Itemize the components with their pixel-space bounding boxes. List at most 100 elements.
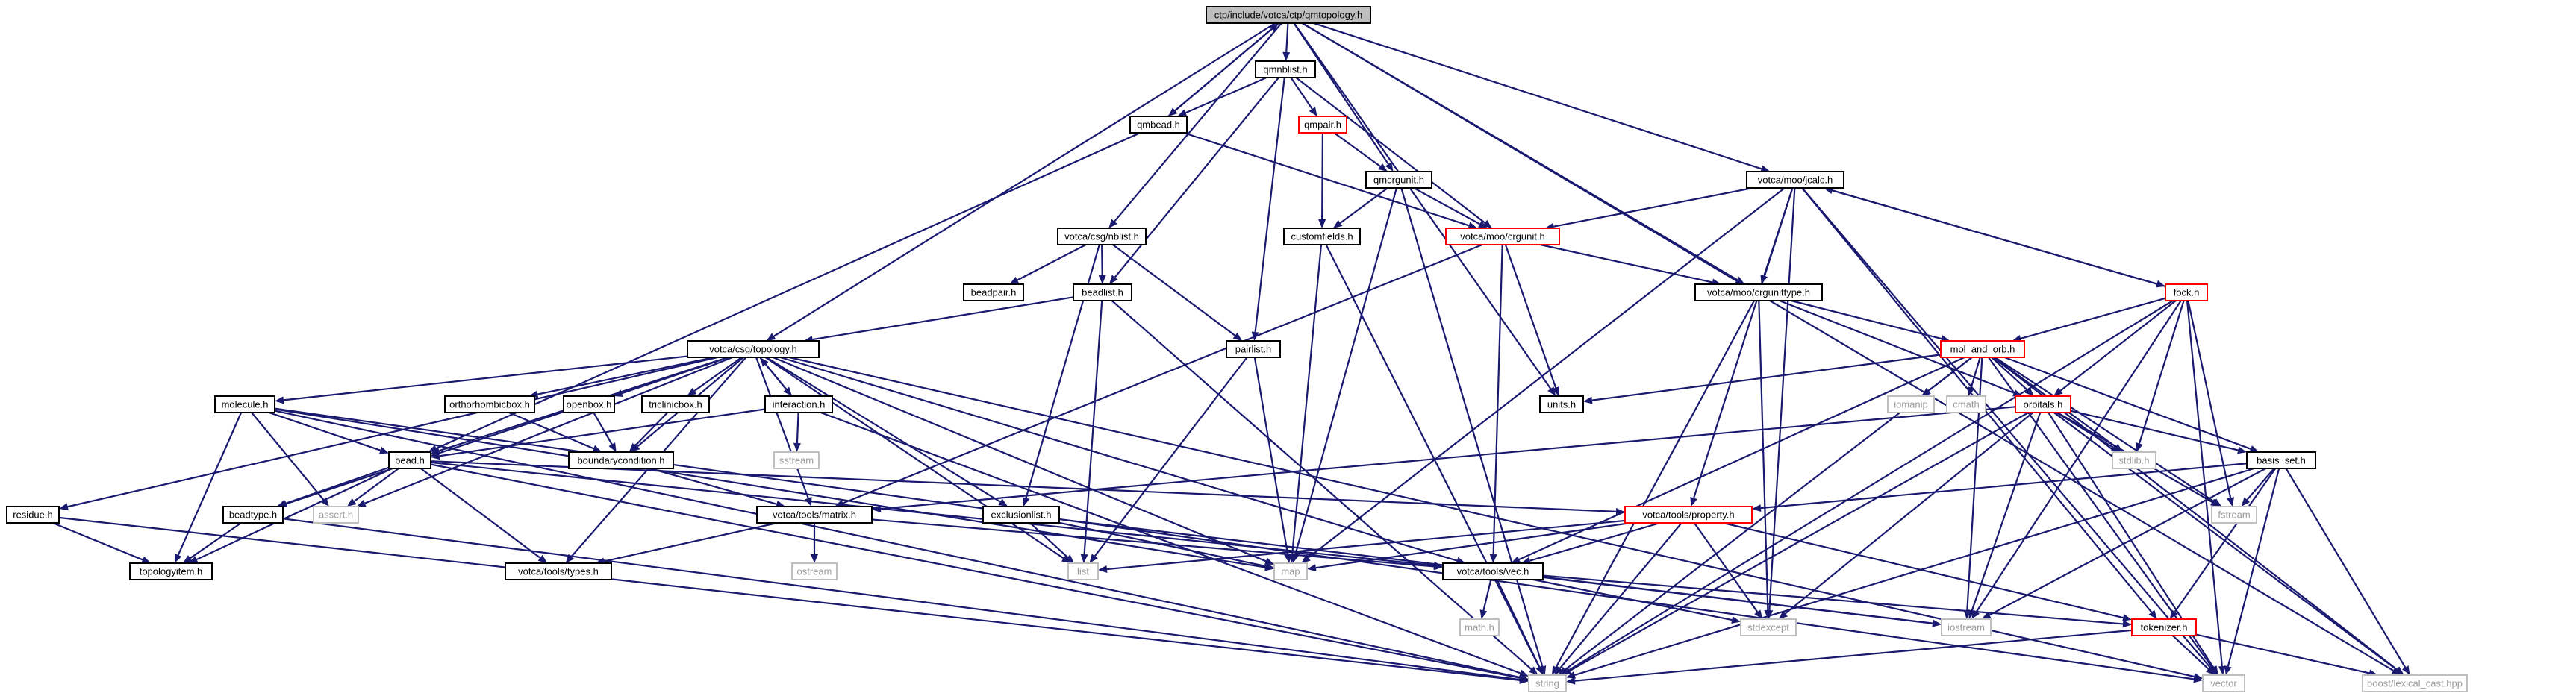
dependency-edge-bead-to-types [420,468,541,559]
arrowhead-icon [1764,609,1772,619]
node-box [1940,340,2025,358]
node-triclinicbox[interactable]: triclinicbox.h [641,395,710,413]
node-boundarycondition[interactable]: boundarycondition.h [568,451,674,469]
arrowhead-icon [1080,554,1088,563]
node-molecule[interactable]: molecule.h [214,395,275,413]
node-label: ctp/include/votca/ctp/qmtopology.h [1214,10,1363,21]
dependency-edge-orthorhombicbox-to-boundarycondition [508,411,594,450]
node-topology[interactable]: votca/csg/topology.h [687,340,820,358]
node-stdlib[interactable]: stdlib.h [2112,451,2156,469]
dependency-edge-tokenizer-to-lexical_cast [2195,633,2370,674]
arrowhead-icon [59,503,69,511]
node-topologyitem[interactable]: topologyitem.h [129,562,213,580]
node-label: qmnblist.h [1263,64,1307,75]
node-label: triclinicbox.h [649,399,702,410]
node-box [2131,618,2197,636]
node-interaction[interactable]: interaction.h [764,395,833,413]
node-csgnblist[interactable]: votca/csg/nblist.h [1057,228,1147,245]
arrowhead-icon [2394,666,2404,675]
node-mathh[interactable]: math.h [1459,618,1500,636]
node-orbitals[interactable]: orbitals.h [2015,395,2071,413]
arrowhead-icon [1109,275,1118,284]
node-jcalc[interactable]: votca/moo/jcalc.h [1746,171,1844,189]
dependency-edge-fock-to-jcalc [1832,189,2166,287]
dependency-edge-crgunittype-to-string [1555,300,1756,668]
node-label: openbox.h [567,399,612,410]
node-label: vector [2210,678,2237,689]
node-label: boost/lexical_cast.hpp [2367,678,2463,689]
node-string[interactable]: string [1528,674,1567,692]
node-box [982,506,1060,524]
node-assert[interactable]: assert.h [313,506,359,524]
node-ostream[interactable]: ostream [791,562,838,580]
node-qmbead[interactable]: qmbead.h [1129,116,1188,134]
arrowhead-icon [1284,554,1292,563]
node-map[interactable]: map [1273,562,1308,580]
arrowhead-icon [2241,497,2251,507]
dependency-edge-mol_and_orb-to-basis_set [2004,356,2251,450]
node-matrix[interactable]: votca/tools/matrix.h [756,506,873,524]
node-box [1067,562,1099,580]
node-label: cmath [1953,399,1979,410]
arrowhead-icon [1468,222,1478,230]
dependency-edge-crgunittype-to-mol_and_orb [1791,299,1942,340]
node-qmnblist[interactable]: qmnblist.h [1255,60,1316,78]
node-units[interactable]: units.h [1539,395,1584,413]
node-bead[interactable]: bead.h [388,451,431,469]
dependency-edge-molecule-to-assert [251,412,325,501]
node-label: map [1281,566,1300,577]
dependency-edge-topology-to-matrix [755,357,809,499]
node-cmath[interactable]: cmath [1946,395,1986,413]
node-vector[interactable]: vector [2202,674,2245,692]
node-iostream[interactable]: iostream [1941,618,1992,636]
node-mol_and_orb[interactable]: mol_and_orb.h [1940,340,2025,358]
node-openbox[interactable]: openbox.h [563,395,615,413]
dependency-edge-molecule-to-string [274,410,1521,679]
node-basis_set[interactable]: basis_set.h [2246,451,2316,469]
arrowhead-icon [1098,565,1108,573]
node-beadlist[interactable]: beadlist.h [1073,283,1132,301]
node-property[interactable]: votca/tools/property.h [1624,506,1753,524]
arrowhead-icon [2210,498,2220,507]
node-iomanip[interactable]: iomanip [1887,395,1935,413]
node-lexical_cast[interactable]: boost/lexical_cast.hpp [2362,674,2468,692]
arrowhead-icon [1967,386,1975,396]
arrowhead-icon [592,445,602,452]
dependency-edge-vec-to-iostream [1542,576,1933,624]
node-qmcrgunit[interactable]: qmcrgunit.h [1365,171,1432,189]
node-exclusionlist[interactable]: exclusionlist.h [982,506,1060,524]
arrowhead-icon [629,442,638,452]
node-residue[interactable]: residue.h [6,506,60,524]
dependency-edge-mol_and_orb-to-vec [1518,356,1965,561]
node-qmpair[interactable]: qmpair.h [1298,116,1347,134]
node-box [1226,340,1281,358]
node-customfields[interactable]: customfields.h [1283,228,1361,245]
arrowhead-icon [1535,665,1544,675]
node-crgunit[interactable]: votca/moo/crgunit.h [1445,228,1560,245]
node-stdexcept[interactable]: stdexcept [1740,618,1797,636]
node-fock[interactable]: fock.h [2165,283,2208,301]
dependency-edge-bead-to-topologyitem [196,468,393,560]
node-box [1740,618,1797,636]
node-beadtype[interactable]: beadtype.h [222,506,284,524]
node-beadpair[interactable]: beadpair.h [963,283,1024,301]
dependency-edge-boundarycondition-to-matrix [649,467,777,505]
node-types[interactable]: votca/tools/types.h [505,562,612,580]
node-list[interactable]: list [1067,562,1099,580]
dependency-edge-beadlist-to-topology [812,296,1074,341]
node-tokenizer[interactable]: tokenizer.h [2131,618,2197,636]
node-crgunittype[interactable]: votca/moo/crgunittype.h [1694,283,1823,301]
node-sstream[interactable]: sstream [773,451,820,469]
node-pairlist[interactable]: pairlist.h [1226,340,1281,358]
node-vec[interactable]: votca/tools/vec.h [1442,562,1544,580]
dependency-edge-fock-to-iostream [1975,300,2182,612]
node-fstream[interactable]: fstream [2211,506,2257,524]
arrowhead-icon [1385,162,1394,172]
node-orthorhombicbox[interactable]: orthorhombicbox.h [444,395,535,413]
node-root[interactable]: ctp/include/votca/ctp/qmtopology.h [1206,6,1371,24]
arrowhead-icon [1108,219,1117,228]
dependency-edge-basis_set-to-lexical_cast [2285,468,2407,668]
arrowhead-icon [1551,665,1560,675]
arrowhead-icon [1264,562,1274,570]
